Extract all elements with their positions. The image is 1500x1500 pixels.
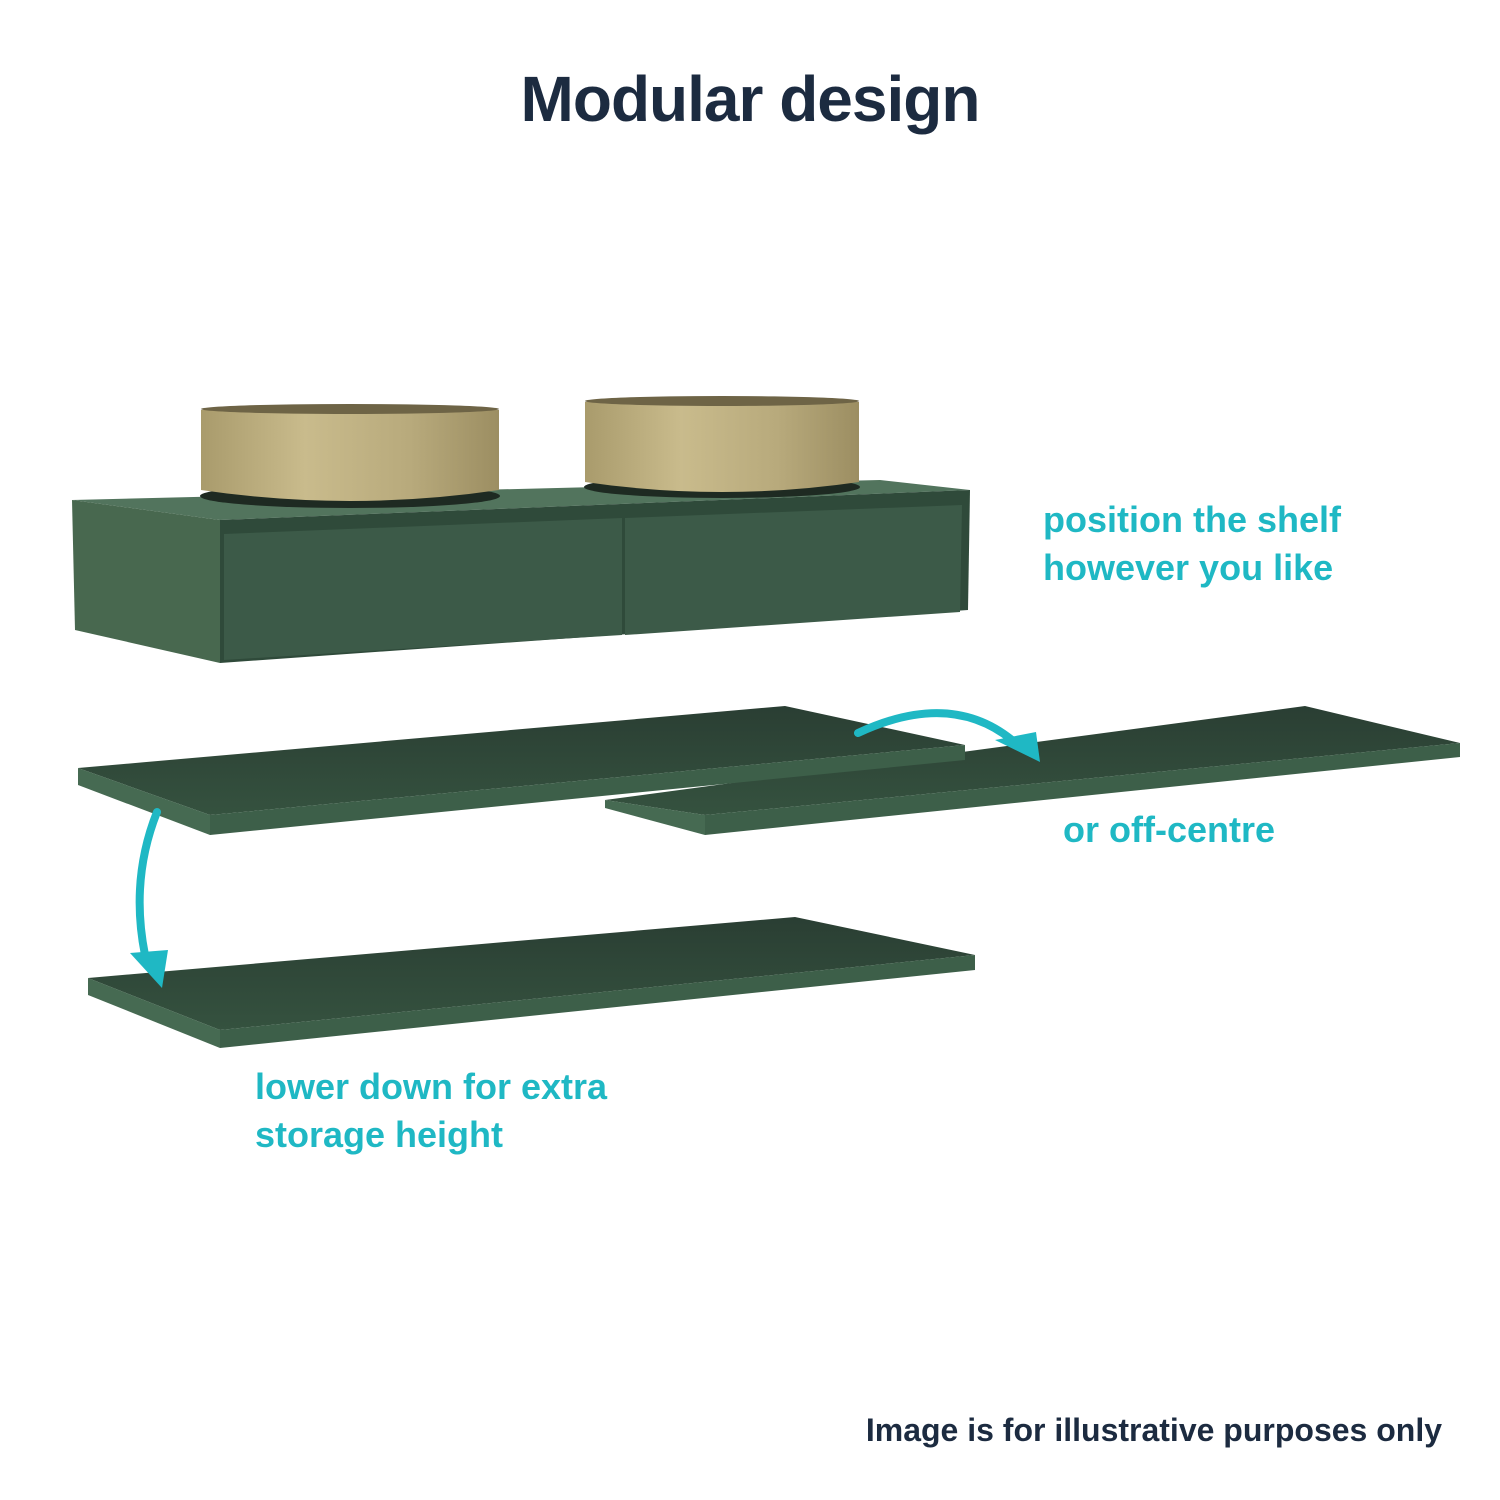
- arrow-right-icon: [854, 709, 1040, 762]
- arrow-down-icon: [130, 808, 168, 988]
- annotation-lower-line1: lower down for extra: [255, 1066, 608, 1107]
- shelf-right-offcentre: [605, 706, 1460, 835]
- annotation-position-line1: position the shelf: [1043, 499, 1342, 540]
- vanity-unit: [72, 480, 970, 663]
- basin-left: [200, 404, 500, 508]
- annotation-position-line2: however you like: [1043, 547, 1334, 588]
- annotation-position: position the shelf however you like: [1043, 496, 1341, 592]
- shelf-lower: [88, 917, 975, 1048]
- annotation-lower: lower down for extra storage height: [255, 1063, 607, 1159]
- page-title: Modular design: [520, 63, 981, 135]
- shelf-upper: [78, 706, 965, 835]
- drawer-left: [224, 518, 622, 660]
- basin-right: [584, 396, 860, 498]
- annotation-off-centre: or off-centre: [1063, 809, 1276, 850]
- drawer-right: [625, 505, 962, 635]
- disclaimer: Image is for illustrative purposes only: [865, 1412, 1442, 1448]
- annotation-lower-line2: storage height: [255, 1114, 504, 1155]
